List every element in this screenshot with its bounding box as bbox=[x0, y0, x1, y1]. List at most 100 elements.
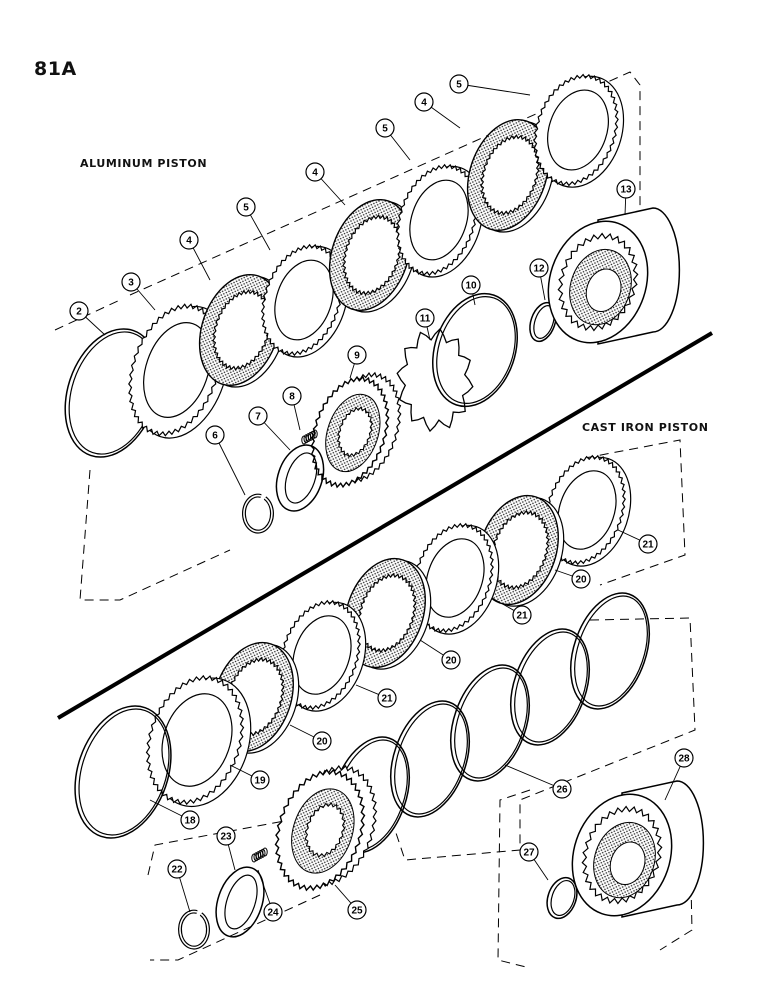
steel-plate-5c bbox=[533, 73, 625, 188]
callout-label: 12 bbox=[533, 264, 545, 275]
callout-label: 23 bbox=[220, 832, 232, 843]
callout-label: 28 bbox=[678, 754, 690, 765]
callout-19: 19 bbox=[250, 770, 270, 790]
callout-9: 9 bbox=[347, 345, 367, 365]
callout-label: 5 bbox=[456, 80, 462, 91]
callout-21c: 21 bbox=[638, 534, 658, 554]
callout-circle bbox=[414, 92, 434, 112]
callout-26: 26 bbox=[552, 779, 572, 799]
aluminum-piston-heading: ALUMINUM PISTON bbox=[80, 157, 208, 170]
callout-label: 10 bbox=[465, 281, 477, 292]
callout-circle bbox=[236, 197, 256, 217]
callout-13: 13 bbox=[616, 179, 636, 199]
callout-circle bbox=[347, 900, 367, 920]
callout-label: 2 bbox=[76, 307, 82, 318]
clutch-hub-9 bbox=[310, 371, 402, 489]
callout-label: 5 bbox=[243, 203, 249, 214]
callout-label: 21 bbox=[381, 694, 393, 705]
callout-label: 7 bbox=[255, 412, 261, 423]
callout-label: 20 bbox=[575, 575, 587, 586]
callout-circle bbox=[248, 406, 268, 426]
callout-23: 23 bbox=[216, 826, 236, 846]
clutch-hub-25 bbox=[274, 764, 378, 892]
callout-circle bbox=[552, 779, 572, 799]
steel-plate-21c bbox=[544, 454, 632, 567]
spring-8 bbox=[301, 429, 318, 445]
callout-leader-6 bbox=[214, 434, 246, 496]
callout-7: 7 bbox=[248, 406, 268, 426]
callout-label: 4 bbox=[186, 236, 192, 247]
retainer-23 bbox=[215, 866, 265, 938]
piston-19 bbox=[145, 674, 252, 808]
callout-5b: 5 bbox=[375, 118, 395, 138]
seal-26b bbox=[390, 700, 470, 818]
callout-label: 20 bbox=[445, 656, 457, 667]
callout-12: 12 bbox=[529, 258, 549, 278]
callout-4b: 4 bbox=[305, 162, 325, 182]
steel-plate-21a bbox=[279, 599, 367, 712]
callout-leader-5c bbox=[458, 83, 531, 96]
callout-18: 18 bbox=[180, 810, 200, 830]
callout-circle bbox=[529, 258, 549, 278]
callout-circle bbox=[216, 826, 236, 846]
callout-circle bbox=[441, 650, 461, 670]
callout-circle bbox=[263, 902, 283, 922]
steel-plate-21b bbox=[412, 522, 500, 635]
seal-26e bbox=[570, 592, 650, 710]
callout-circle bbox=[461, 275, 481, 295]
callout-10: 10 bbox=[461, 275, 481, 295]
callout-circle bbox=[205, 425, 225, 445]
retainer-7 bbox=[275, 444, 325, 512]
callout-label: 4 bbox=[312, 168, 318, 179]
lower-plates-outline bbox=[584, 439, 686, 586]
callout-circle bbox=[512, 605, 532, 625]
spring-24 bbox=[251, 847, 268, 863]
page-number: 81A bbox=[34, 58, 77, 80]
cast-iron-piston-heading: CAST IRON PISTON bbox=[582, 421, 709, 434]
callout-label: 3 bbox=[128, 278, 134, 289]
callout-label: 9 bbox=[354, 351, 360, 362]
callout-label: 8 bbox=[289, 392, 295, 403]
seal-ring-10 bbox=[431, 292, 519, 408]
callout-11: 11 bbox=[415, 308, 435, 328]
friction-disc-4b bbox=[328, 198, 417, 313]
callout-circle bbox=[571, 569, 591, 589]
callout-5a: 5 bbox=[236, 197, 256, 217]
snap-ring-22 bbox=[178, 909, 210, 950]
callout-circle bbox=[638, 534, 658, 554]
clutch-drum-28 bbox=[571, 780, 705, 918]
snap-ring-18 bbox=[74, 705, 172, 839]
callout-6: 6 bbox=[205, 425, 225, 445]
callout-label: 21 bbox=[642, 540, 654, 551]
callout-label: 22 bbox=[171, 865, 183, 876]
callout-28: 28 bbox=[674, 748, 694, 768]
callout-2: 2 bbox=[69, 301, 89, 321]
callout-20c: 20 bbox=[571, 569, 591, 589]
piston-3 bbox=[128, 303, 230, 439]
seal-26d bbox=[510, 628, 590, 746]
snap-ring-6 bbox=[242, 493, 274, 534]
callout-4c: 4 bbox=[414, 92, 434, 112]
callout-21a: 21 bbox=[377, 688, 397, 708]
callout-27: 27 bbox=[519, 842, 539, 862]
callout-label: 19 bbox=[254, 776, 266, 787]
callout-label: 26 bbox=[556, 785, 568, 796]
callout-circle bbox=[674, 748, 694, 768]
callout-circle bbox=[250, 770, 270, 790]
callout-circle bbox=[69, 301, 89, 321]
callout-circle bbox=[179, 230, 199, 250]
callout-label: 5 bbox=[382, 124, 388, 135]
section-divider-line bbox=[56, 331, 714, 720]
callout-label: 25 bbox=[351, 906, 363, 917]
callout-label: 18 bbox=[184, 816, 196, 827]
seal-26c bbox=[450, 664, 530, 782]
callout-25: 25 bbox=[347, 900, 367, 920]
callout-circle bbox=[312, 731, 332, 751]
callout-circle bbox=[377, 688, 397, 708]
callout-20a: 20 bbox=[312, 731, 332, 751]
callout-label: 24 bbox=[267, 908, 279, 919]
callout-circle bbox=[519, 842, 539, 862]
callout-circle bbox=[415, 308, 435, 328]
